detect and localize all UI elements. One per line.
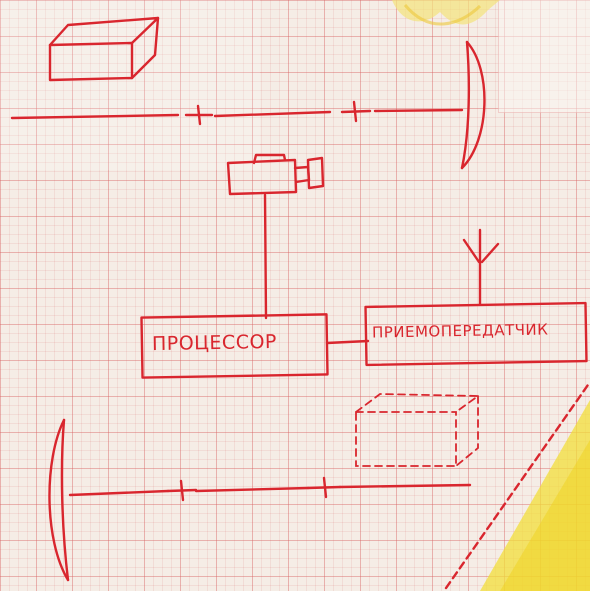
- processor-transceiver-link: [325, 339, 370, 345]
- object-box-icon: [48, 16, 160, 82]
- transceiver-box: [364, 301, 588, 367]
- transceiver-label: ПРИЕМОПЕРЕДАТЧИК: [371, 320, 549, 342]
- dish-antenna-icon: [460, 40, 486, 170]
- processor-box: [140, 313, 329, 379]
- signal-beam-bottom: [68, 476, 472, 502]
- dashed-diagonal-line: [444, 380, 590, 590]
- paper-panel: [498, 0, 590, 113]
- antenna-icon: [462, 228, 500, 306]
- paper-shade: [0, 0, 260, 170]
- camera-icon: [226, 153, 325, 196]
- signal-beam-top: [10, 100, 464, 126]
- yellow-highlight-top: [392, 0, 500, 26]
- dish-antenna-icon: [48, 418, 70, 582]
- yellow-highlight-bottom: [480, 400, 590, 591]
- processor-label: ПРОЦЕССОР: [151, 330, 278, 356]
- dashed-box-icon: [355, 393, 481, 467]
- camera-wire: [263, 193, 268, 320]
